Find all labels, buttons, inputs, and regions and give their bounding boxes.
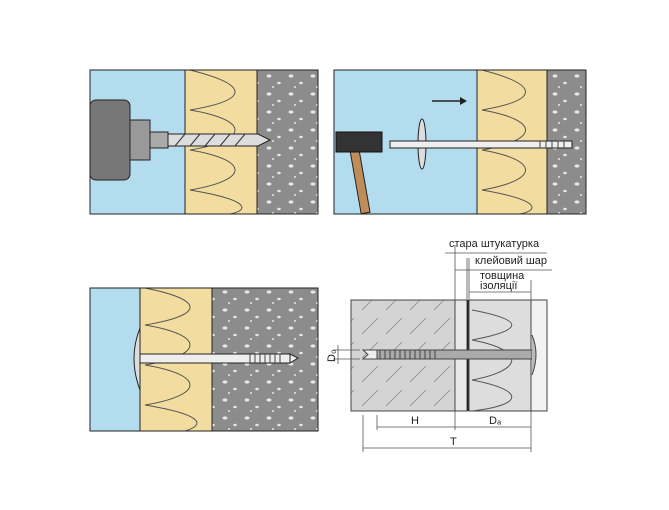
label-adhesive-layer: клейовий шар <box>475 255 547 267</box>
label-insulation-thickness-2: ізоляції <box>480 280 517 292</box>
label-old-plaster: стара штукатурка <box>449 238 540 250</box>
arrow-right-icon <box>432 97 467 105</box>
panel-drilling <box>89 69 319 215</box>
drill-icon <box>89 99 272 181</box>
label-T: T <box>450 436 457 448</box>
panel-dimensions: стара штукатурка клейовий шар товщина із… <box>326 238 552 452</box>
label-Da: Dₐ <box>489 415 502 427</box>
panel-hammering <box>333 69 587 215</box>
label-insulation-thickness-1: товщина <box>480 270 525 282</box>
panel-installed <box>89 287 319 432</box>
anchor-dowel <box>389 118 573 170</box>
dimension-lines <box>333 245 552 452</box>
label-D0: D₀ <box>326 349 338 362</box>
hammer-icon <box>335 131 383 215</box>
label-H: H <box>411 415 419 427</box>
anchor-dowel <box>133 327 300 391</box>
